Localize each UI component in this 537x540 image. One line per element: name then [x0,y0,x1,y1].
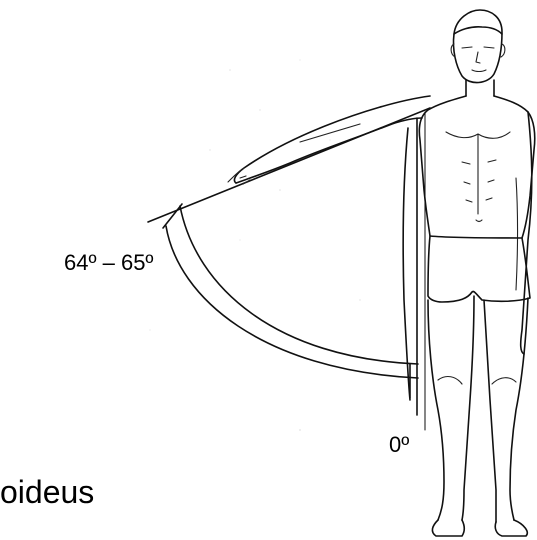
left-foot [432,520,464,536]
angle-arc-inner [180,206,418,364]
right-leg [484,300,496,522]
right-foot [495,520,527,536]
zero-label: 0º [389,432,409,457]
raised-arm [228,96,430,184]
briefs [428,236,530,302]
human-figure [403,10,535,536]
caption-fragment: oideus [0,474,94,510]
left-leg [428,300,444,520]
paper-texture [149,59,360,431]
angle-arc-outer [166,226,418,378]
arc-start-tick [163,204,182,228]
angle-label: 64º – 65º [64,250,153,275]
